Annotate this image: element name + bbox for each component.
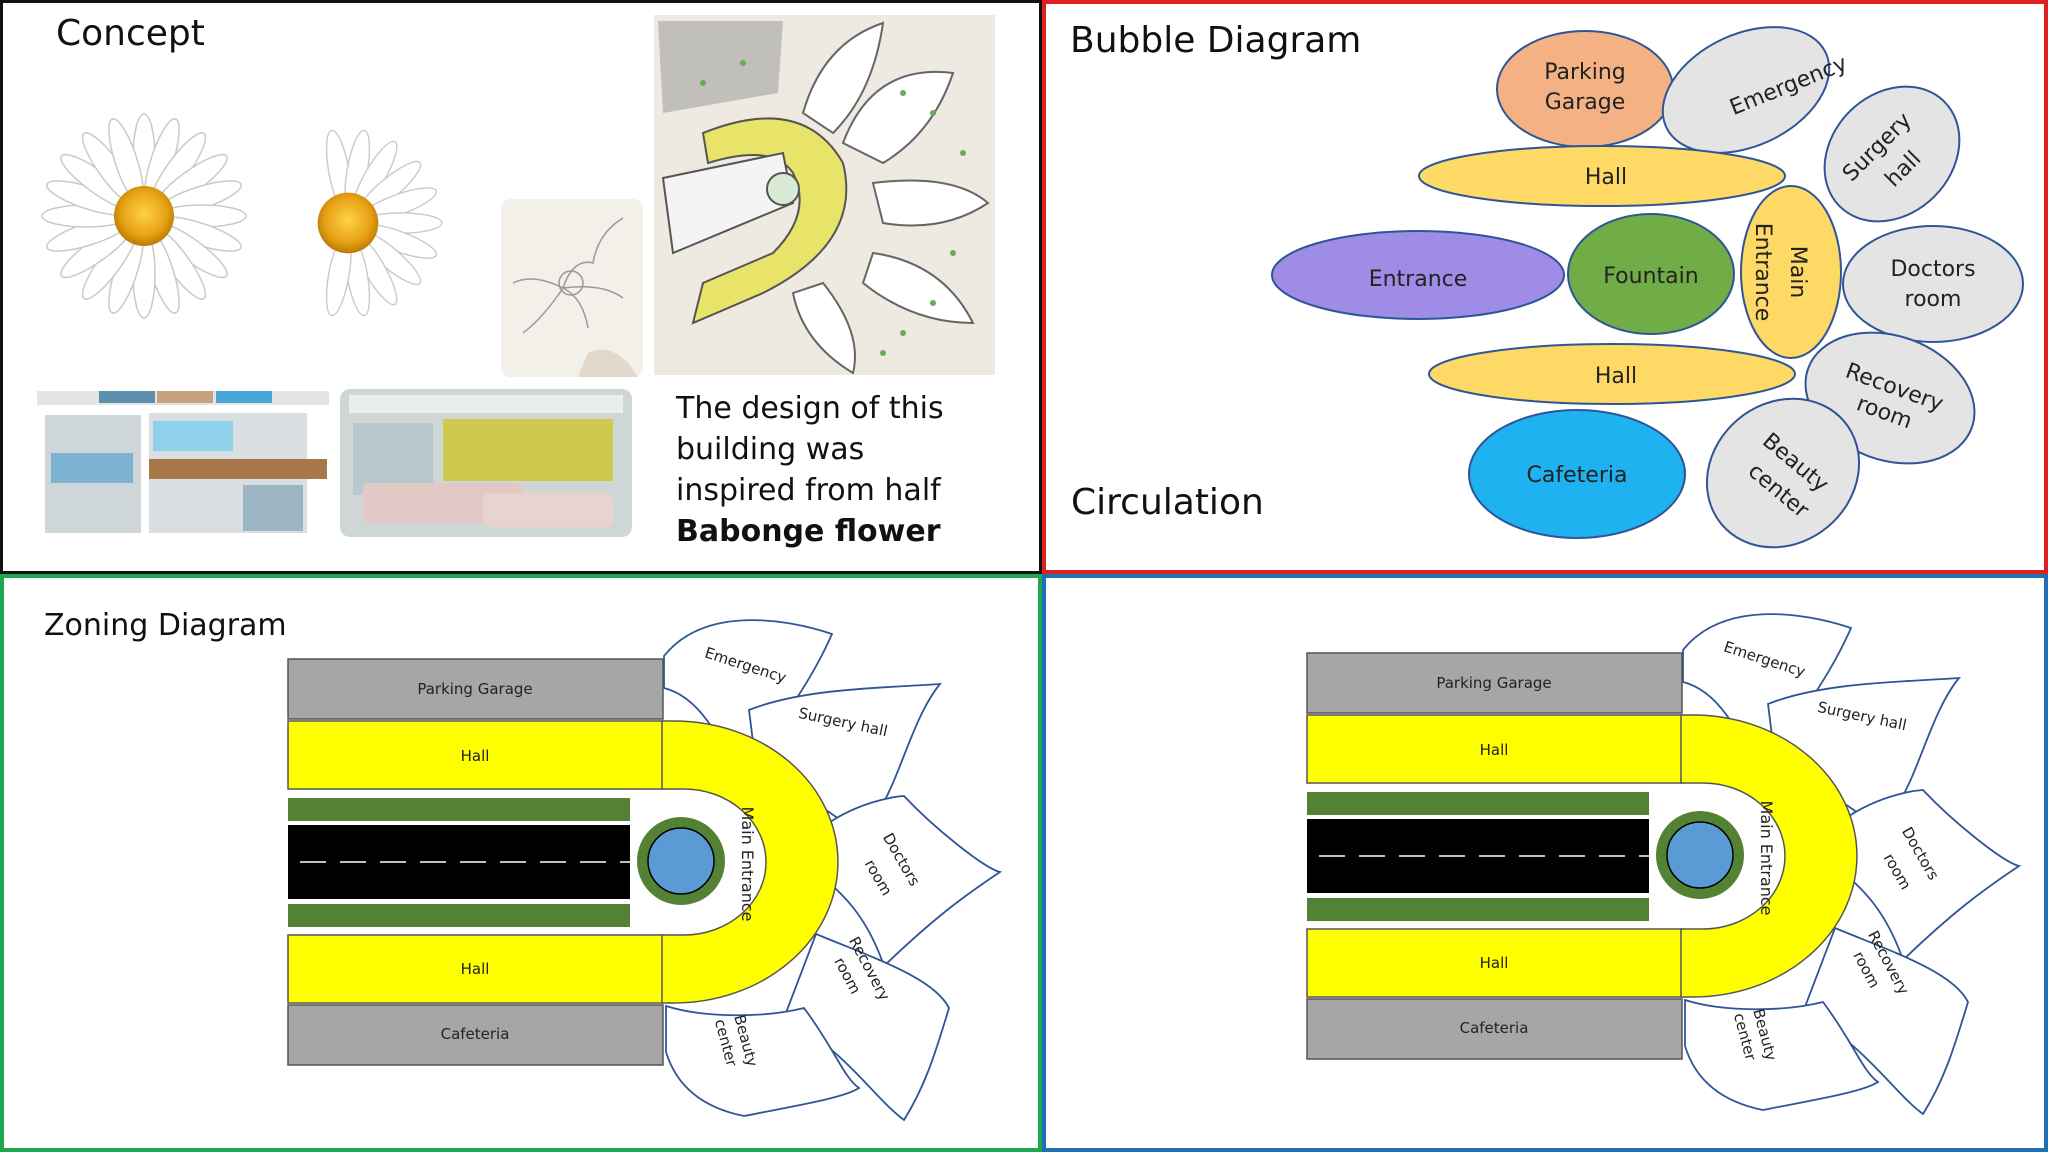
- bubble-hall-top: [1418, 145, 1786, 207]
- label-garage: Garage: [1545, 90, 1626, 115]
- plan-petal-beauty-center: [1684, 998, 1880, 1111]
- zlabel-hall-bottom: Hall: [461, 960, 490, 978]
- petal-beauty-center: [665, 1004, 861, 1117]
- label-cafeteria: Cafeteria: [1527, 463, 1628, 488]
- bubble-cafeteria: [1468, 409, 1686, 539]
- plan-road: [1307, 819, 1649, 893]
- site-plan: Parking Garage Hall Hall Cafeteria Main …: [1306, 613, 2022, 1116]
- plan-green-strip-top: [1307, 792, 1649, 815]
- colored-concept-drawing: [654, 15, 995, 375]
- zone-green-strip-top: [288, 798, 630, 821]
- concept-description: The design of this building was inspired…: [676, 388, 946, 552]
- bubble-surgery-hall: [1823, 85, 1961, 223]
- label-main: Main: [1785, 246, 1810, 299]
- petal-doctors-room: [823, 795, 1003, 968]
- bubble-hall-bottom: [1428, 343, 1796, 405]
- plan-petal-doctors-room: [1842, 789, 2022, 962]
- daisy-image-2: [317, 128, 443, 318]
- plabel-cafeteria: Cafeteria: [1460, 1019, 1529, 1037]
- plan-petals: [1682, 613, 2022, 1116]
- concept-description-bold: Babonge flower: [676, 514, 941, 549]
- plan-cafeteria: [1306, 998, 1683, 1060]
- plabel-parking: Parking Garage: [1436, 674, 1551, 692]
- site-plan-panel: Parking Garage Hall Hall Cafeteria Main …: [1042, 574, 2048, 1152]
- zone-cafeteria: [287, 1004, 664, 1066]
- zone-green-strip-bottom: [288, 904, 630, 927]
- zoning-plan: Parking Garage Hall Hall Cafeteria Main …: [287, 619, 1003, 1122]
- pencil-sketch-image: [501, 199, 643, 377]
- plabel-hall-bottom: Hall: [1480, 954, 1509, 972]
- plan-hall-top: [1306, 714, 1683, 784]
- material-collage-image: [37, 391, 329, 533]
- label-hall-bottom: Hall: [1595, 364, 1637, 389]
- bubble-entrance: [1271, 230, 1565, 320]
- bubble-doctors-room: [1842, 225, 2024, 343]
- bubble-parking-garage: [1496, 30, 1674, 148]
- fountain-water-icon: [647, 827, 715, 895]
- bubble-diagram-panel: Bubble Diagram Circulation Parking Garag…: [1042, 0, 2048, 574]
- bubble-beauty-center: [1705, 397, 1861, 549]
- zoning-petals: [663, 619, 1003, 1122]
- zoning-diagram-title: Zoning Diagram: [44, 608, 287, 643]
- label-parking: Parking: [1544, 60, 1626, 85]
- concept-images: [37, 15, 995, 537]
- bubble-diagram: Parking Garage Emergency Surgery hall Ha…: [1271, 26, 2024, 549]
- label-main-entrance: Entrance: [1750, 223, 1775, 322]
- plabel-hall-top: Hall: [1480, 741, 1509, 759]
- plan-parking-garage: [1306, 652, 1683, 714]
- label-doctors-room: room: [1905, 287, 1962, 312]
- label-hall-top: Hall: [1585, 165, 1627, 190]
- plan-main-entrance: [1680, 714, 1858, 998]
- label-fountain: Fountain: [1603, 264, 1698, 289]
- zlabel-cafeteria: Cafeteria: [441, 1025, 510, 1043]
- zoning-diagram-panel: Zoning Diagram Parking Garage Hall Hall …: [0, 574, 1042, 1152]
- concept-title: Concept: [56, 13, 205, 54]
- plabel-main-entrance: Main Entrance: [1757, 801, 1776, 916]
- concept-panel: Concept: [0, 0, 1042, 574]
- hospital-ward-photo: [340, 389, 632, 537]
- bubble-fountain: [1567, 213, 1735, 335]
- zone-road: [288, 825, 630, 899]
- zone-hall-bottom: [287, 934, 664, 1004]
- bubble-diagram-title: Bubble Diagram: [1070, 20, 1362, 61]
- zone-main-entrance: [661, 720, 839, 1004]
- label-doctors: Doctors: [1890, 257, 1975, 282]
- plan-fountain-water-icon: [1666, 821, 1734, 889]
- plan-petal-recovery-room: [1801, 926, 1969, 1116]
- plan-green-strip-bottom: [1307, 898, 1649, 921]
- bubble-emergency: [1661, 26, 1831, 154]
- label-entrance: Entrance: [1369, 267, 1468, 292]
- plan-hall-bottom: [1306, 928, 1683, 998]
- circulation-label: Circulation: [1071, 482, 1264, 523]
- zlabel-parking: Parking Garage: [417, 680, 532, 698]
- zlabel-hall-top: Hall: [461, 747, 490, 765]
- zlabel-main-entrance: Main Entrance: [738, 807, 757, 922]
- petal-recovery-room: [782, 932, 950, 1122]
- bubble-main-entrance: [1740, 185, 1842, 359]
- concept-description-text: The design of this building was inspired…: [676, 391, 944, 508]
- zone-parking-garage: [287, 658, 664, 720]
- daisy-image-1: [41, 113, 247, 319]
